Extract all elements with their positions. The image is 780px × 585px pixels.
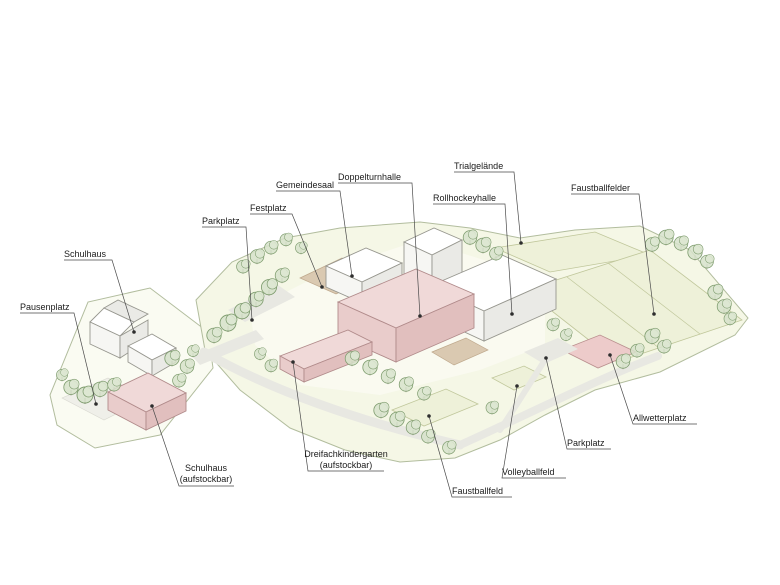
label-faustballfelder: Faustballfelder	[571, 183, 630, 193]
label-schulhaus-aufstockbar-line1: Schulhaus	[185, 463, 228, 473]
label-allwetterplatz: Allwetterplatz	[633, 413, 687, 423]
tree-icon	[700, 253, 715, 270]
building-schulhaus-extension	[106, 372, 188, 431]
label-schulhaus: Schulhaus	[64, 249, 107, 259]
callout-pausenplatz: Pausenplatz	[20, 302, 98, 406]
callout-faustballfeld: Faustballfeld	[427, 414, 512, 498]
callout-parkplatz-left: Parkplatz	[202, 216, 254, 322]
tree-icon	[687, 243, 704, 261]
callout-faustballfelder: Faustballfelder	[571, 183, 656, 316]
label-parkplatz-left: Parkplatz	[202, 216, 240, 226]
callout-dreifachkindergarten: Dreifachkindergarten (aufstockbar)	[291, 360, 388, 472]
callout-allwetterplatz: Allwetterplatz	[608, 353, 697, 425]
callout-parkplatz-right: Parkplatz	[544, 356, 611, 450]
callout-schulhaus-aufstockbar: Schulhaus (aufstockbar)	[150, 404, 234, 487]
label-festplatz: Festplatz	[250, 203, 287, 213]
callout-schulhaus: Schulhaus	[64, 249, 136, 334]
callout-rollhockeyhalle: Rollhockeyhalle	[433, 193, 514, 316]
label-parkplatz-right: Parkplatz	[567, 438, 605, 448]
label-doppelturnhalle: Doppelturnhalle	[338, 172, 401, 182]
parking-right	[524, 338, 578, 364]
building-doppelturnhalle	[336, 268, 476, 363]
label-volleyballfeld: Volleyballfeld	[502, 467, 555, 477]
callout-festplatz: Festplatz	[250, 203, 324, 289]
label-gemeindesaal: Gemeindesaal	[276, 180, 334, 190]
label-schulhaus-aufstockbar-line2: (aufstockbar)	[180, 474, 233, 484]
callout-trialgelaende: Trialgelände	[454, 161, 523, 245]
callout-doppelturnhalle: Doppelturnhalle	[338, 172, 422, 318]
field-faustballfelder	[524, 249, 743, 363]
label-dreifachkindergarten-line2: (aufstockbar)	[320, 460, 373, 470]
label-pausenplatz: Pausenplatz	[20, 302, 70, 312]
field-volleyballfeld	[491, 365, 547, 391]
road-north-spur	[497, 357, 548, 433]
callout-gemeindesaal: Gemeindesaal	[276, 180, 354, 278]
label-rollhockeyhalle: Rollhockeyhalle	[433, 193, 496, 203]
label-trialgelaende: Trialgelände	[454, 161, 503, 171]
road-east	[456, 352, 662, 449]
area-tan-patch	[431, 337, 489, 366]
label-dreifachkindergarten-line1: Dreifachkindergarten	[304, 449, 388, 459]
label-faustballfeld: Faustballfeld	[452, 486, 503, 496]
callout-volleyballfeld: Volleyballfeld	[501, 384, 566, 479]
